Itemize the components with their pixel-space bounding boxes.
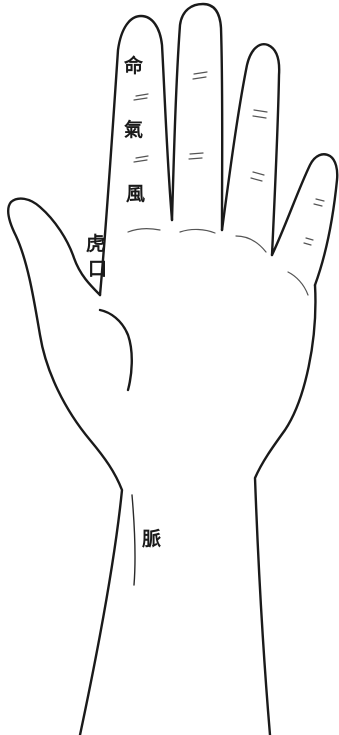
index-joint-crease-2 [134, 98, 147, 100]
pinky-joint-crease-4 [304, 243, 311, 245]
pinky-finger-outline [272, 154, 337, 285]
middle-joint-crease-4 [189, 158, 202, 159]
label-feng: 風 [126, 183, 145, 205]
index-joint-crease-4 [134, 160, 147, 162]
pinky-joint-crease-2 [314, 204, 322, 206]
label-hu: 虎 [86, 232, 105, 255]
ring-joint-crease-2 [253, 116, 266, 118]
middle-finger-outline [172, 4, 222, 230]
middle-base-crease [180, 229, 215, 233]
middle-joint-crease-1 [194, 72, 207, 74]
pulse-marker-line [132, 495, 135, 585]
ring-joint-crease-3 [253, 172, 264, 175]
index-joint-crease-3 [136, 156, 148, 158]
thumb-web-line [100, 310, 132, 390]
ring-joint-crease-1 [254, 110, 267, 112]
middle-joint-crease-3 [190, 153, 203, 154]
palm-right-edge [255, 285, 315, 735]
ring-joint-crease-4 [251, 178, 262, 181]
ring-finger-outline [222, 44, 279, 255]
label-qi: 氣 [124, 118, 143, 141]
ring-base-crease [236, 236, 266, 252]
pinky-joint-crease-1 [316, 199, 324, 201]
middle-joint-crease-2 [193, 77, 206, 79]
index-joint-crease-1 [136, 94, 148, 96]
pinky-base-crease [288, 272, 308, 295]
pinky-joint-crease-3 [306, 238, 313, 240]
label-kou: 口 [88, 258, 107, 280]
label-ming: 命 [124, 54, 144, 77]
label-mai: 脈 [142, 527, 161, 550]
index-base-crease [128, 229, 160, 232]
